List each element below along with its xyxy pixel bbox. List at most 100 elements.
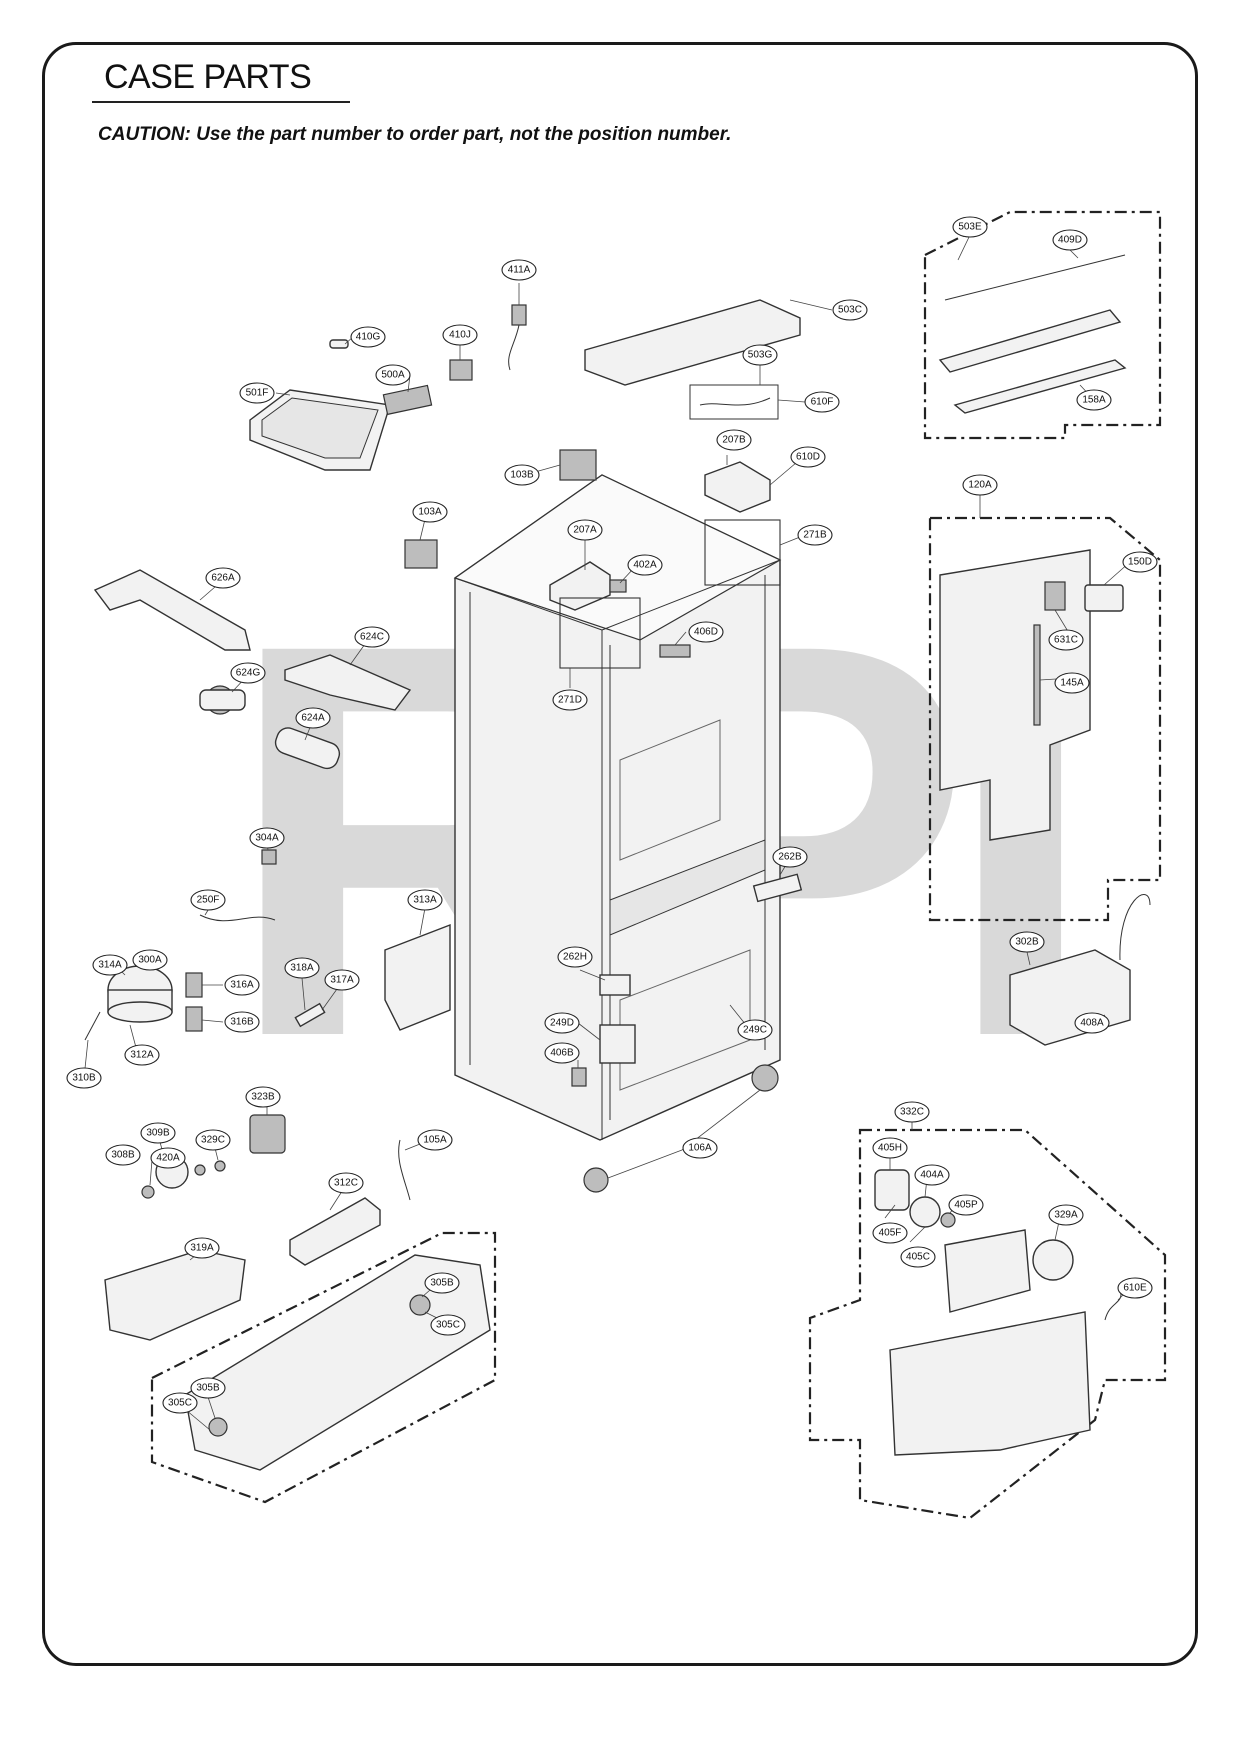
callout-305C-upper: 305C xyxy=(430,1314,466,1336)
callout-145A: 145A xyxy=(1054,672,1090,694)
part-610F-wire xyxy=(699,397,771,406)
callout-316A: 316A xyxy=(224,974,260,996)
callout-420A: 420A xyxy=(150,1147,186,1169)
svg-text:271D: 271D xyxy=(558,695,582,706)
group-outline-332C xyxy=(808,1128,1167,1520)
svg-text:250F: 250F xyxy=(197,895,220,906)
part-405C-shroud xyxy=(944,1229,1031,1313)
callout-305B-upper: 305B xyxy=(424,1272,460,1294)
callout-271D: 271D xyxy=(552,689,588,711)
svg-text:305C: 305C xyxy=(436,1320,460,1331)
part-262B-hinge xyxy=(752,873,803,903)
svg-text:318A: 318A xyxy=(290,963,314,974)
callout-500A: 500A xyxy=(375,364,411,386)
svg-text:406D: 406D xyxy=(694,627,718,638)
part-503C-duct xyxy=(584,299,801,386)
svg-text:610F: 610F xyxy=(811,397,834,408)
part-271D-box xyxy=(559,597,641,669)
part-406D xyxy=(659,644,691,658)
callout-316B: 316B xyxy=(224,1011,260,1033)
callout-319A: 319A xyxy=(184,1237,220,1259)
svg-text:503C: 503C xyxy=(838,305,862,316)
callout-405C: 405C xyxy=(900,1246,936,1268)
callout-300A: 300A xyxy=(132,949,168,971)
callout-207B: 207B xyxy=(716,429,752,451)
svg-text:103B: 103B xyxy=(510,470,534,481)
svg-text:317A: 317A xyxy=(330,975,354,986)
svg-text:610E: 610E xyxy=(1123,1283,1147,1294)
part-103A xyxy=(404,539,438,569)
svg-text:313A: 313A xyxy=(413,895,437,906)
callout-249C: 249C xyxy=(737,1019,773,1041)
callout-312A: 312A xyxy=(124,1044,160,1066)
svg-text:312C: 312C xyxy=(334,1178,358,1189)
callout-610D: 610D xyxy=(790,446,826,468)
svg-text:405P: 405P xyxy=(954,1200,978,1211)
callout-410G: 410G xyxy=(350,326,386,348)
part-271B-box xyxy=(704,519,781,586)
part-305B-upper xyxy=(409,1294,431,1316)
part-120A-panel xyxy=(939,549,1091,841)
callout-313A: 313A xyxy=(407,889,443,911)
callout-106A: 106A xyxy=(682,1137,718,1159)
callout-249D: 249D xyxy=(544,1012,580,1034)
page-title: CASE PARTS xyxy=(104,58,312,96)
part-313A xyxy=(384,923,451,1031)
svg-text:309B: 309B xyxy=(146,1128,170,1139)
svg-text:249C: 249C xyxy=(743,1025,767,1036)
svg-text:302B: 302B xyxy=(1015,937,1039,948)
callout-624A: 624A xyxy=(295,707,331,729)
svg-text:631C: 631C xyxy=(1054,635,1078,646)
part-305B-lower xyxy=(208,1417,228,1437)
svg-text:626A: 626A xyxy=(211,573,235,584)
svg-text:249D: 249D xyxy=(550,1018,574,1029)
callout-332C: 332C xyxy=(894,1101,930,1123)
callout-304A: 304A xyxy=(249,827,285,849)
callout-317A: 317A xyxy=(324,969,360,991)
svg-text:501F: 501F xyxy=(246,388,269,399)
svg-text:420A: 420A xyxy=(156,1153,180,1164)
svg-text:305B: 305B xyxy=(430,1278,454,1289)
callout-103B: 103B xyxy=(504,464,540,486)
svg-text:106A: 106A xyxy=(688,1143,712,1154)
svg-text:405F: 405F xyxy=(879,1228,902,1239)
part-316B xyxy=(185,1006,203,1032)
svg-text:145A: 145A xyxy=(1060,678,1084,689)
svg-text:310B: 310B xyxy=(72,1073,96,1084)
part-409D xyxy=(944,254,1126,301)
svg-text:120A: 120A xyxy=(968,480,992,491)
callout-302B: 302B xyxy=(1009,931,1045,953)
svg-text:624A: 624A xyxy=(301,713,325,724)
part-249D xyxy=(599,1024,636,1064)
svg-text:262B: 262B xyxy=(778,852,802,863)
svg-text:411A: 411A xyxy=(508,265,531,276)
part-250F-wire xyxy=(199,914,276,922)
svg-text:314A: 314A xyxy=(98,960,122,971)
callout-405F: 405F xyxy=(872,1222,908,1244)
part-150D xyxy=(1084,584,1124,612)
part-626A-tray xyxy=(93,569,251,651)
part-318A xyxy=(294,1002,326,1028)
callout-329A: 329A xyxy=(1048,1204,1084,1226)
callout-631C: 631C xyxy=(1048,629,1084,651)
svg-text:405H: 405H xyxy=(878,1143,902,1154)
part-405H xyxy=(874,1169,910,1211)
part-405P xyxy=(940,1212,956,1228)
part-304A xyxy=(261,849,277,865)
part-310B xyxy=(84,1011,101,1041)
svg-text:305C: 305C xyxy=(168,1398,192,1409)
callout-308B: 308B xyxy=(105,1144,141,1166)
part-624A xyxy=(274,727,341,770)
callout-158A: 158A xyxy=(1076,389,1112,411)
part-319A xyxy=(104,1249,246,1341)
callout-408A: 408A xyxy=(1074,1012,1110,1034)
callout-406D: 406D xyxy=(688,621,724,643)
part-145A xyxy=(1033,624,1041,726)
part-316A xyxy=(185,972,203,998)
callout-503C: 503C xyxy=(832,299,868,321)
svg-text:405C: 405C xyxy=(906,1252,930,1263)
svg-text:610D: 610D xyxy=(796,452,820,463)
callout-503G: 503G xyxy=(742,344,778,366)
part-411A-plug xyxy=(508,304,527,371)
part-409D-base xyxy=(938,309,1122,373)
